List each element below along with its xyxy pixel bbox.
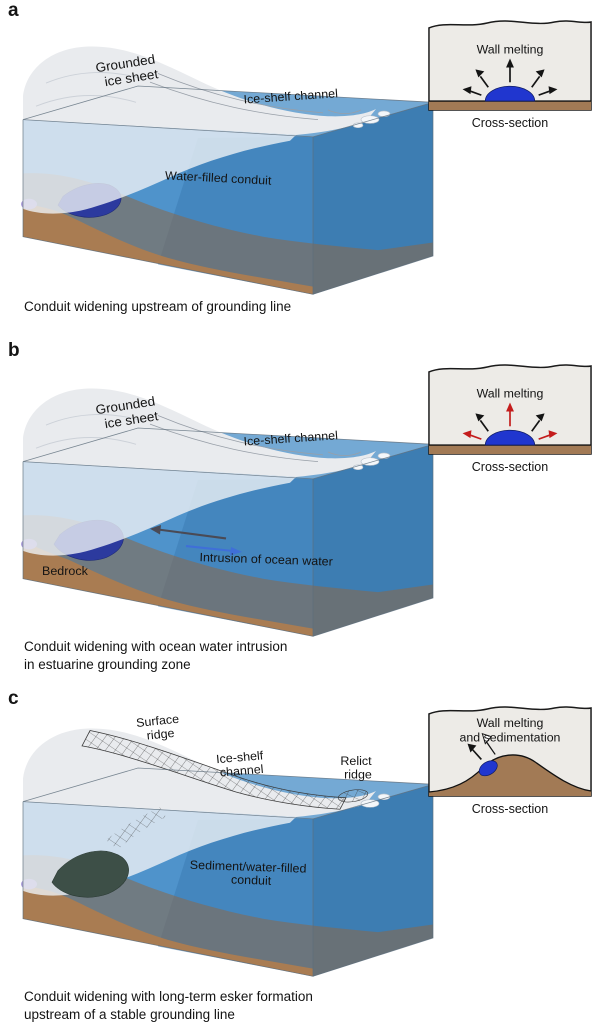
sediment-conduit xyxy=(51,850,129,898)
inset-title: Wall melting xyxy=(477,43,544,57)
inset-esker-mound xyxy=(428,754,592,796)
ice-shelf-channel-lines xyxy=(149,73,362,120)
inset-conduit-dome xyxy=(484,429,536,446)
label-ice-shelf-channel-2: channel xyxy=(219,762,264,779)
panel-label-b: b xyxy=(8,340,20,361)
inset-b: Wall melting Cross-section xyxy=(426,358,594,474)
label-water-conduit: Water-filled conduit xyxy=(165,169,273,188)
caption-a-line1: Conduit widening upstream of grounding l… xyxy=(24,299,292,314)
panel-label-a: a xyxy=(8,0,19,21)
caption-c-line2: upstream of a stable grounding line xyxy=(24,1006,235,1022)
ice-front-bergs xyxy=(360,793,391,808)
label-sediment-conduit-2: conduit xyxy=(231,873,272,888)
panel-c: c xyxy=(0,688,600,1034)
inset-conduit-dome xyxy=(484,85,536,102)
inset-crosssection-a: Wall melting xyxy=(428,20,592,111)
inset-caption: Cross-section xyxy=(471,116,549,130)
label-relict-ridge-1: Relict xyxy=(340,754,372,768)
inset-caption: Cross-section xyxy=(471,802,549,816)
bedrock-surface-inside xyxy=(23,515,433,637)
ocean-intrusion-arrows xyxy=(150,524,242,556)
box-edges xyxy=(22,767,434,977)
bedrock-surface-inside xyxy=(23,173,433,295)
label-bedrock: Bedrock xyxy=(42,564,89,578)
diagram-c: Surface ridge Ice-shelf channel Relict r… xyxy=(21,712,434,977)
panel-a: a xyxy=(0,0,600,345)
inset-c: Wall melting and sedimentation Cross-sec… xyxy=(426,700,594,816)
bedrock-surface-inside xyxy=(23,855,433,977)
caption-c-line1: Conduit widening with long-term esker fo… xyxy=(24,989,313,1004)
relict-ridge-patch xyxy=(337,789,369,803)
caption-b: Conduit widening with ocean water intrus… xyxy=(24,638,287,673)
label-ice-shelf-channel: Ice-shelf channel xyxy=(243,86,338,106)
ocean-side-face xyxy=(313,444,433,637)
inset-bed xyxy=(428,445,592,454)
label-sediment-conduit-1: Sediment/water-filled xyxy=(190,858,307,876)
label-ice-shelf-channel-1: Ice-shelf xyxy=(215,749,264,767)
caption-c: Conduit widening with long-term esker fo… xyxy=(24,988,313,1023)
ice-front-face xyxy=(23,461,296,556)
box-edges xyxy=(22,85,434,295)
ice-surface-shading xyxy=(35,414,145,449)
inset-melt-arrows xyxy=(467,732,496,760)
ice-sheet-surface xyxy=(23,388,376,477)
caption-b-line1: Conduit widening with ocean water intrus… xyxy=(24,639,288,654)
inset-open-arrowhead xyxy=(481,732,493,745)
ice-front-face xyxy=(23,119,296,214)
inset-esker-mound-line xyxy=(428,754,592,793)
ocean-side-face xyxy=(313,784,433,977)
label-ocean-intrusion: Intrusion of ocean water xyxy=(199,550,333,568)
caption-b-line2: in estuarine grounding zone xyxy=(24,656,191,672)
label-surface-ridge-1: Surface xyxy=(135,712,180,730)
ice-surface-shading xyxy=(35,72,145,107)
diagram-a: Grounded ice sheet Ice-shelf channel Wat… xyxy=(21,46,434,295)
inset-melt-arrows xyxy=(462,402,558,440)
label-ice-shelf-channel: Ice-shelf channel xyxy=(243,428,338,448)
inset-crosssection-b: Wall melting xyxy=(428,364,592,455)
ice-sheet-surface xyxy=(23,46,376,135)
esker-front-face-band xyxy=(106,807,166,850)
inset-a: Wall melting Cross-section xyxy=(426,14,594,130)
box-edges xyxy=(22,427,434,637)
inset-title-2: and sedimentation xyxy=(460,731,561,745)
inset-crosssection-c: Wall melting and sedimentation xyxy=(428,706,592,797)
label-relict-ridge-2: ridge xyxy=(344,768,372,782)
caption-a: Conduit widening upstream of grounding l… xyxy=(24,298,291,316)
label-surface-ridge-2: ridge xyxy=(146,726,175,742)
inset-sediment-conduit xyxy=(478,760,498,777)
bedrock-front-face xyxy=(23,540,313,637)
esker-surface-ridge xyxy=(81,730,347,810)
panel-label-c: c xyxy=(8,688,19,709)
diagram-b: Grounded ice sheet Ice-shelf channel Int… xyxy=(21,388,434,637)
inset-melt-arrows xyxy=(462,58,558,96)
inset-title-1: Wall melting xyxy=(477,716,544,730)
panel-b: b xyxy=(0,340,600,688)
ocean-side-face xyxy=(313,102,433,295)
inset-title: Wall melting xyxy=(477,387,544,401)
ice-shelf-channel-lines xyxy=(149,415,362,462)
inset-bed xyxy=(428,101,592,110)
inset-caption: Cross-section xyxy=(471,460,549,474)
